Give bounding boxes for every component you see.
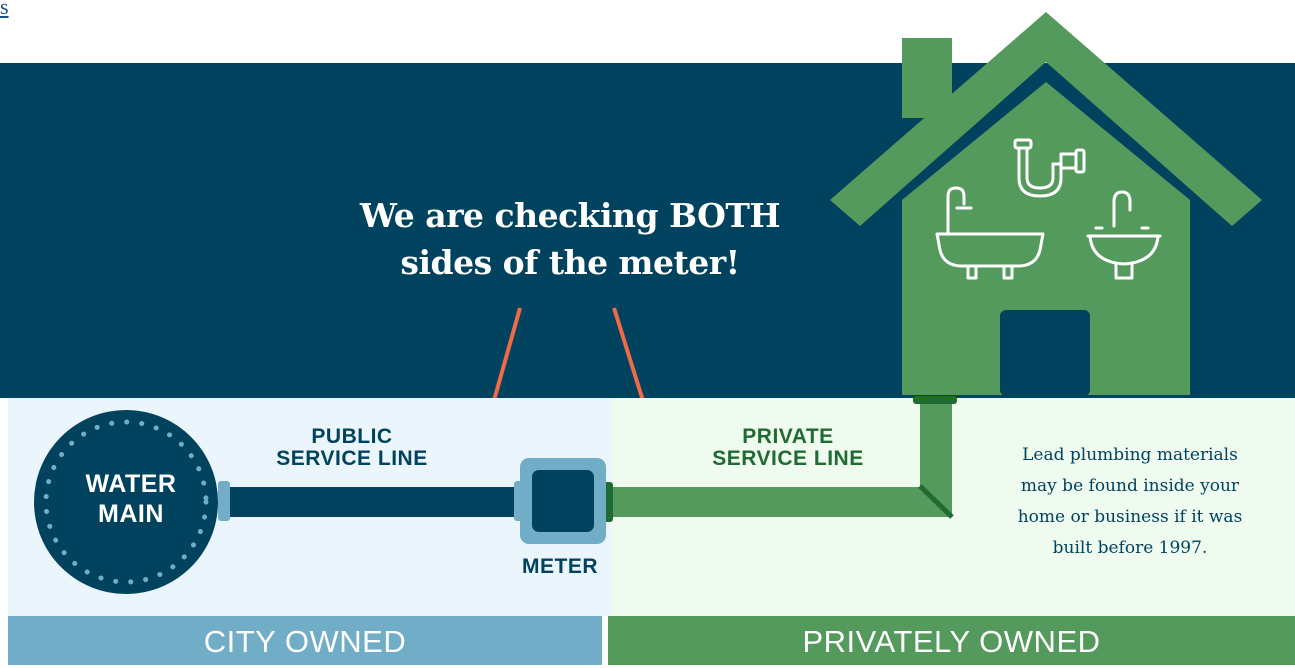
note-line-1: Lead plumbing materials xyxy=(1022,445,1238,465)
bathtub-icon xyxy=(935,186,1045,280)
water-main-icon xyxy=(34,410,218,594)
water-main-line-1: WATER xyxy=(85,470,177,498)
headline-line-2: sides of the meter! xyxy=(400,243,740,282)
private-pipe xyxy=(608,396,957,519)
sink-icon xyxy=(1086,190,1162,280)
private-label-line-1: PRIVATE xyxy=(742,425,834,448)
note-line-3: home or business if it was xyxy=(1017,507,1243,527)
top-link-fragment[interactable]: s xyxy=(0,0,9,19)
house-roof xyxy=(830,12,1262,226)
private-service-line-label: PRIVATE SERVICE LINE xyxy=(668,426,908,470)
public-pipe-connector xyxy=(218,481,230,521)
headline-line-1: We are checking BOTH xyxy=(359,196,781,235)
note-line-2: may be found inside your xyxy=(1020,476,1240,496)
city-owned-bar: CITY OWNED xyxy=(8,616,602,665)
public-pipe xyxy=(226,487,522,517)
headline: We are checking BOTH sides of the meter! xyxy=(290,192,850,286)
pipe-icon xyxy=(1013,138,1086,198)
private-label-line-2: SERVICE LINE xyxy=(712,447,864,470)
house-body xyxy=(902,82,1190,395)
lead-note: Lead plumbing materials may be found ins… xyxy=(975,440,1285,564)
house-door xyxy=(1000,310,1090,396)
water-main-label: WATER MAIN xyxy=(40,469,222,529)
note-line-4: built before 1997. xyxy=(1052,538,1208,558)
meter-icon xyxy=(514,458,606,544)
privately-owned-bar: PRIVATELY OWNED xyxy=(608,616,1295,665)
meter-label: METER xyxy=(522,555,598,578)
public-label-line-1: PUBLIC xyxy=(311,425,393,448)
public-service-line-label: PUBLIC SERVICE LINE xyxy=(232,426,472,470)
water-main-line-2: MAIN xyxy=(98,500,164,528)
public-label-line-2: SERVICE LINE xyxy=(276,447,428,470)
